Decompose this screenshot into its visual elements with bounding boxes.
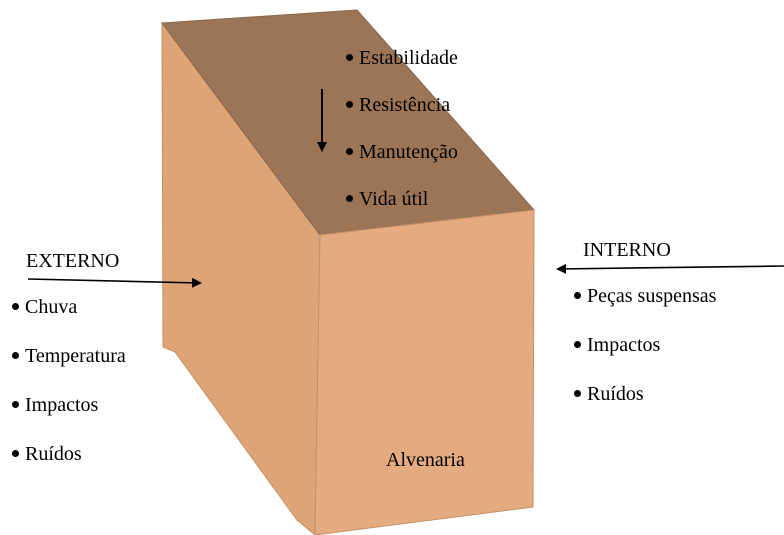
- list-item: Temperatura: [12, 345, 126, 394]
- bullet-icon: [12, 449, 19, 457]
- list-item: Ruídos: [574, 383, 716, 432]
- list-item: Chuva: [12, 296, 126, 345]
- bullet-icon: [346, 100, 353, 108]
- bullet-icon: [574, 389, 581, 397]
- wall-front-face: [314, 209, 535, 535]
- list-item: Vida útil: [346, 188, 458, 235]
- list-item: Impactos: [12, 394, 126, 443]
- list-item: Estabilidade: [346, 47, 458, 94]
- list-item: Peças suspensas: [574, 285, 716, 334]
- list-item: Ruídos: [12, 443, 126, 492]
- internal-heading: INTERNO: [583, 239, 671, 261]
- external-factors-list: Chuva Temperatura Impactos Ruídos: [12, 296, 126, 492]
- bullet-icon: [346, 53, 353, 61]
- list-item: Resistência: [346, 94, 458, 141]
- external-heading: EXTERNO: [26, 250, 120, 272]
- internal-arrow: [556, 263, 784, 274]
- bullet-icon: [12, 400, 19, 408]
- bullet-icon: [12, 302, 19, 310]
- bullet-icon: [574, 291, 581, 299]
- top-requirements-list: Estabilidade Resistência Manutenção Vida…: [346, 47, 458, 235]
- list-item: Impactos: [574, 334, 716, 383]
- bullet-icon: [346, 194, 353, 202]
- bullet-icon: [574, 340, 581, 348]
- wall-label: Alvenaria: [386, 449, 465, 471]
- internal-factors-list: Peças suspensas Impactos Ruídos: [574, 285, 716, 432]
- bullet-icon: [346, 147, 353, 155]
- external-arrow: [27, 277, 202, 288]
- bullet-icon: [12, 351, 19, 359]
- list-item: Manutenção: [346, 141, 458, 188]
